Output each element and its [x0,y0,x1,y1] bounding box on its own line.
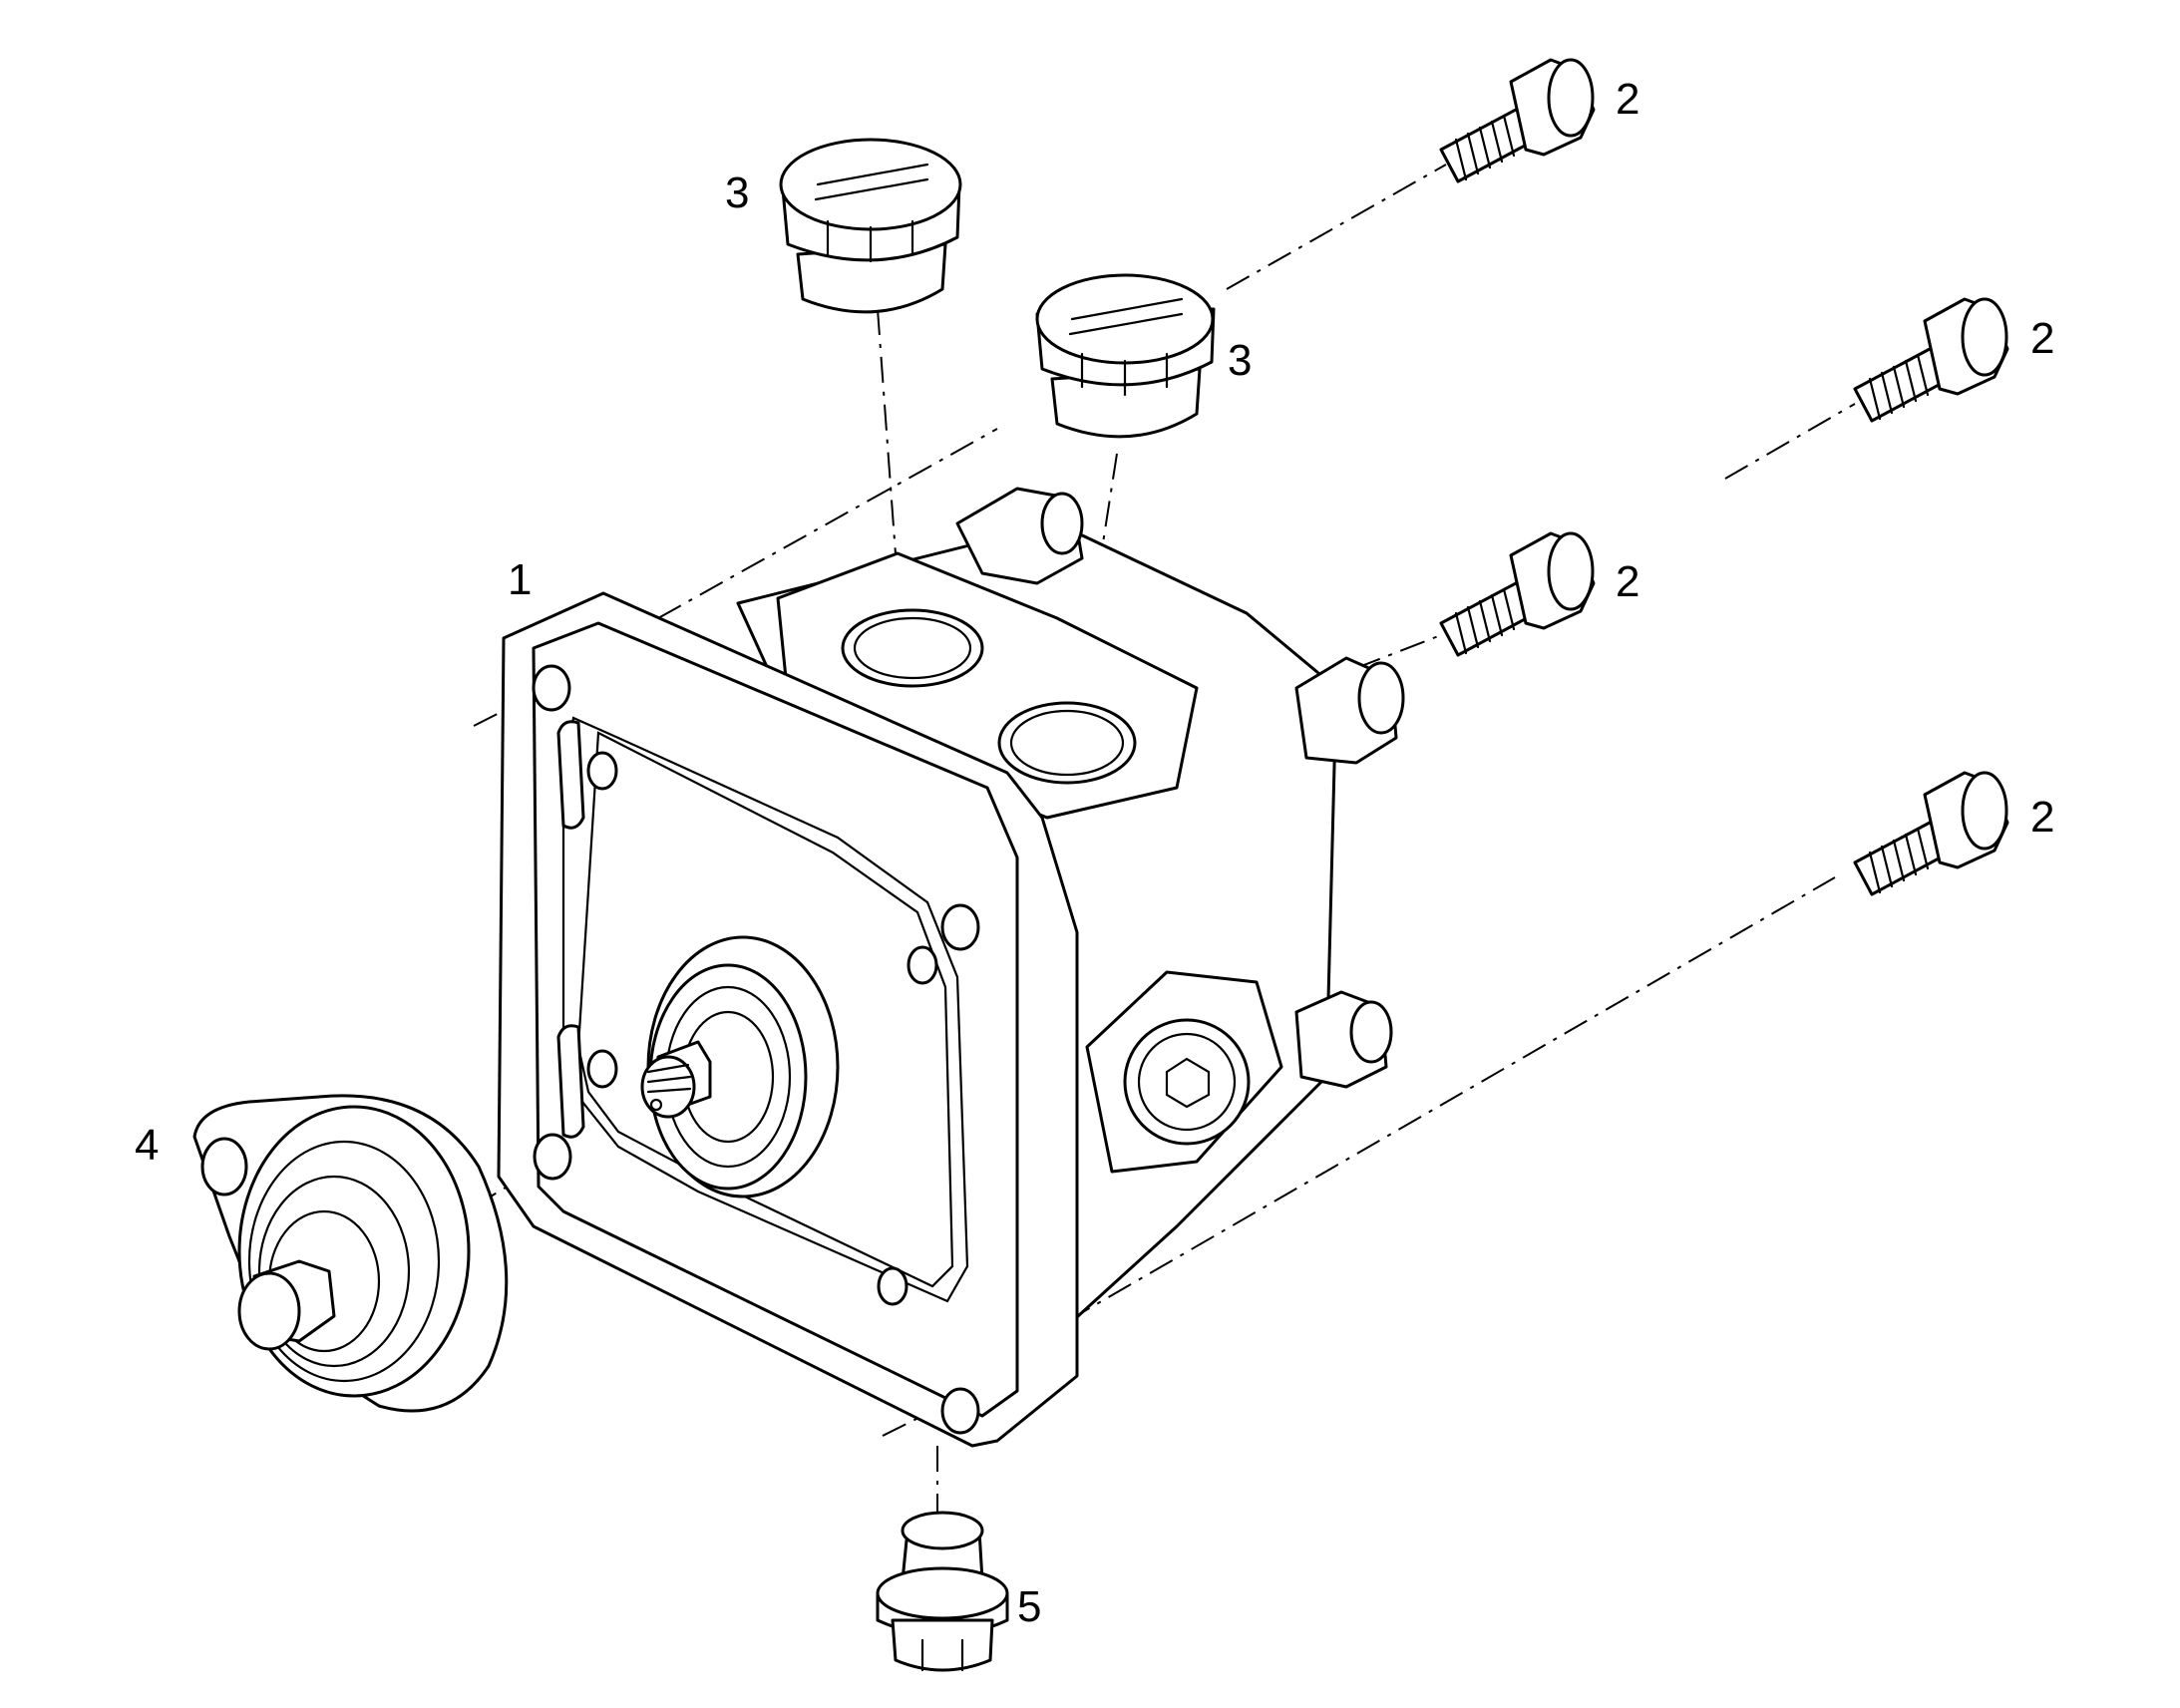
callout-part-3-b: 3 [1228,336,1253,385]
leader-screw-2b [1724,403,1856,480]
leader-upper-left [657,428,998,619]
cap-screw-2d [1853,771,2009,896]
callout-part-2-a: 2 [1616,75,1640,124]
cap-screw-2c [1439,531,1596,657]
pump-housing [497,487,1405,1448]
cap-screw-2a [1439,58,1596,183]
cap-screw-2b [1853,297,2009,423]
callout-part-1: 1 [508,555,533,604]
plug-3b [1035,273,1216,439]
callout-part-2-d: 2 [2030,793,2055,842]
leader-screw-2a [1226,164,1447,290]
callout-part-5: 5 [1017,1582,1042,1631]
callout-part-4: 4 [135,1121,160,1170]
sensor-plug-5 [876,1511,1009,1672]
callout-part-2-b: 2 [2030,314,2055,363]
cover-cap-4 [192,1094,509,1413]
callout-part-2-c: 2 [1616,557,1640,606]
callout-part-3-a: 3 [725,169,750,217]
plug-3a [779,138,962,314]
leader-screw-2d [1066,876,1836,1322]
